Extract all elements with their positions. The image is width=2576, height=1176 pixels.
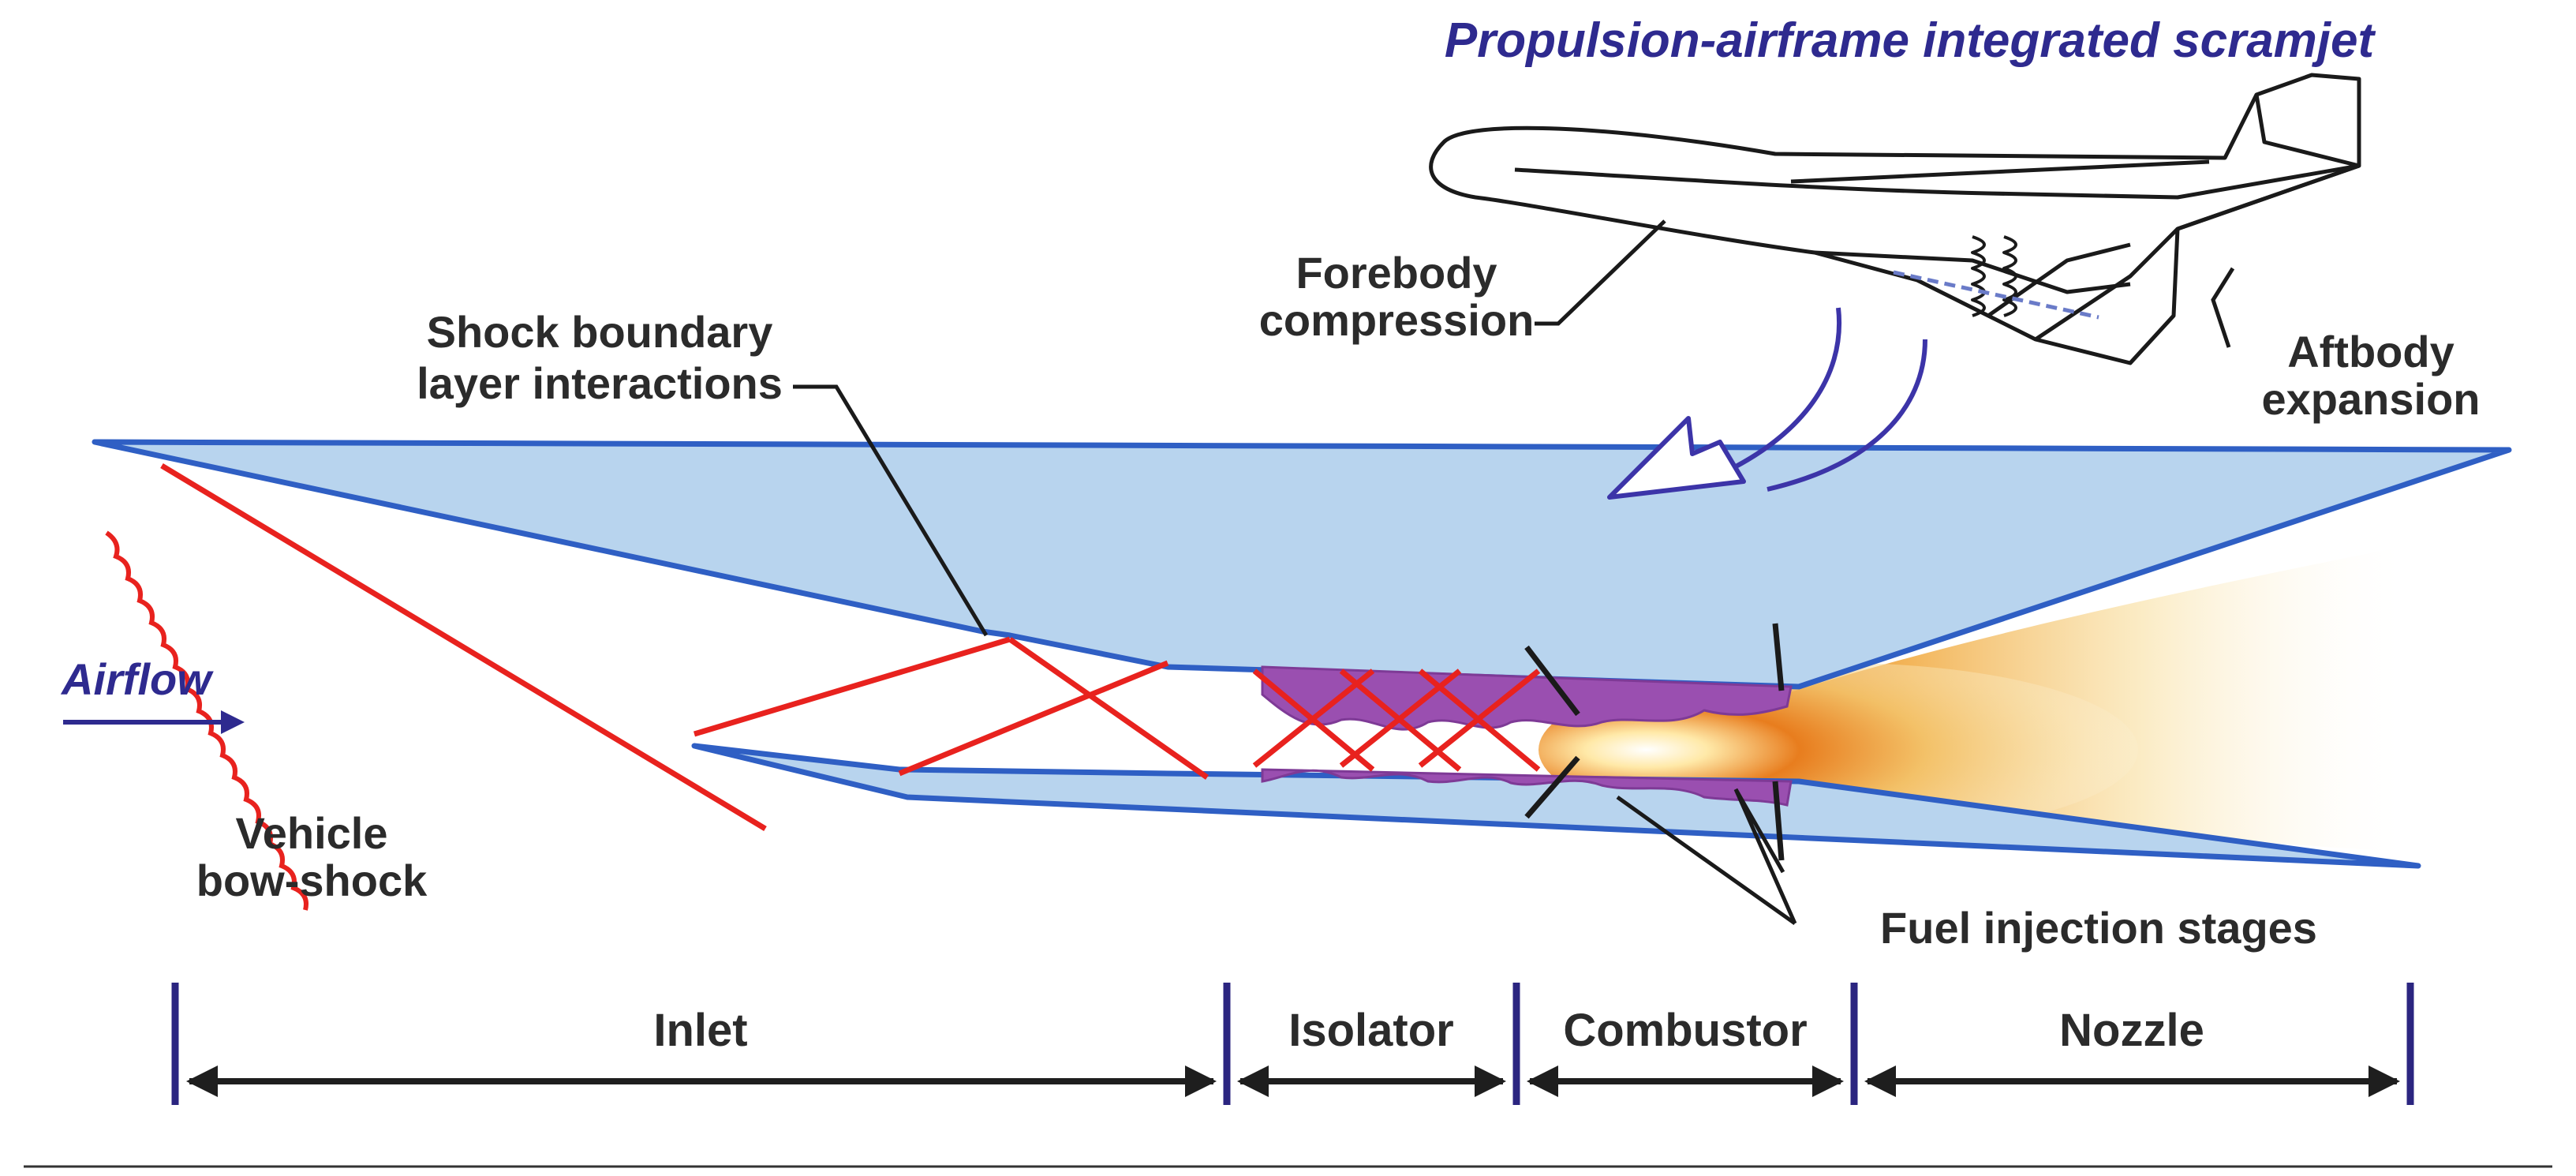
leader-lines [793, 219, 2235, 926]
shock-label-line1: Shock boundary [427, 307, 773, 357]
curved-arrow-icon [1607, 307, 1927, 500]
forebody-label-line2: compression [1259, 295, 1535, 345]
airflow-label: Airflow [60, 654, 214, 704]
section-markers [171, 983, 2414, 1105]
shock-label-line2: layer interactions [417, 358, 783, 408]
aftbody-label-line2: expansion [2262, 374, 2481, 424]
shock-lines [160, 463, 1541, 831]
section-label-inlet: Inlet [653, 1005, 747, 1056]
bowshock-label-line2: bow-shock [196, 856, 428, 905]
section-label-isolator: Isolator [1288, 1005, 1454, 1056]
section-label-combustor: Combustor [1563, 1005, 1807, 1056]
bowshock-label-line1: Vehicle [235, 808, 387, 858]
forebody-label-line1: Forebody [1295, 248, 1497, 298]
aftbody-label-line1: Aftbody [2287, 327, 2454, 376]
scramjet-vehicle-icon [1429, 73, 2361, 365]
vehicle-combustor-coils [1971, 235, 2017, 317]
fuel-label: Fuel injection stages [1880, 903, 2317, 953]
airflow-arrow-icon [63, 710, 245, 734]
section-label-nozzle: Nozzle [2059, 1005, 2204, 1056]
fuel-injector-lines [1524, 623, 1785, 861]
lower-cowl [691, 743, 2421, 869]
diagram-title: Propulsion-airframe integrated scramjet [1445, 13, 2376, 68]
